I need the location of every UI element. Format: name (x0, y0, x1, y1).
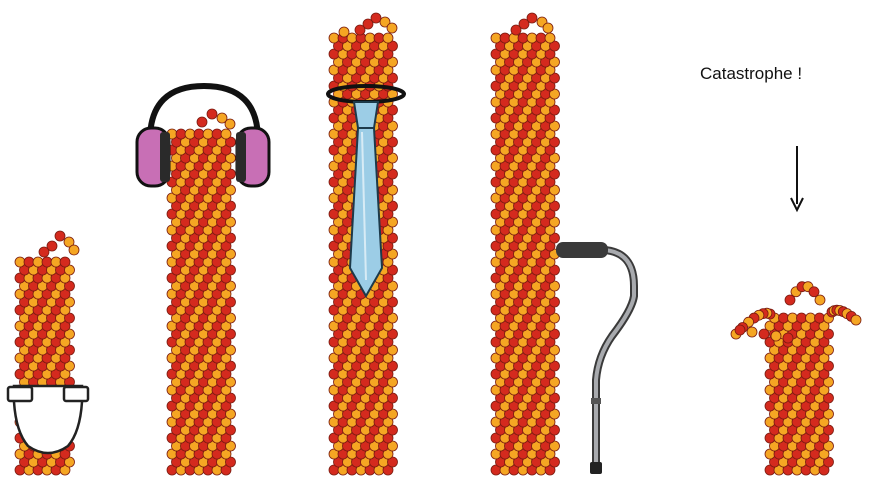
catastrophe-label: Catastrophe ! (700, 64, 875, 84)
down-arrow-icon (791, 146, 803, 210)
walking-cane-icon (556, 242, 634, 474)
teen-microtubule (167, 109, 236, 475)
accessories (8, 86, 803, 474)
catastrophe-microtubule (731, 282, 861, 475)
elderly-microtubule (491, 13, 560, 475)
